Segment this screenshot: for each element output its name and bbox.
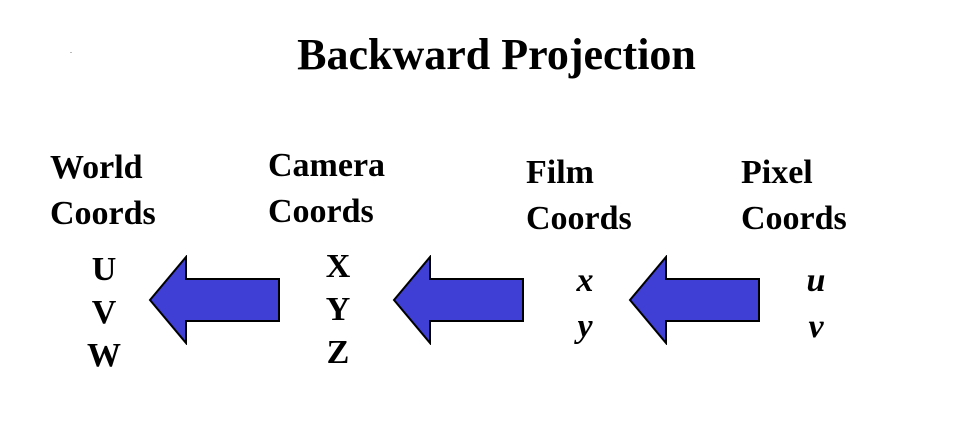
left-arrow-film-to-camera	[392, 255, 524, 345]
pixel-coords-heading-line2: Coords	[741, 200, 847, 237]
var-x-lower: x	[576, 262, 594, 299]
var-x-upper: X	[325, 248, 351, 285]
camera-coords-heading-line2: Coords	[268, 193, 374, 230]
arrow-shape	[628, 255, 760, 345]
world-coords-heading-line1: World	[50, 149, 143, 186]
camera-coords-column: Camera Coords	[268, 143, 385, 235]
film-coords-heading-line1: Film	[526, 154, 594, 191]
var-v-upper: V	[91, 294, 117, 331]
var-z-upper: Z	[326, 334, 350, 371]
film-coords-vars: x y	[565, 258, 605, 350]
var-w-upper: W	[87, 337, 121, 374]
var-y-upper: Y	[325, 291, 351, 328]
arrow-shape	[392, 255, 524, 345]
camera-coords-heading-line1: Camera	[268, 147, 386, 184]
pixel-coords-vars: u v	[796, 258, 836, 350]
world-coords-vars: U V W	[84, 248, 124, 377]
film-coords-column: Film Coords	[526, 150, 632, 242]
film-coords-heading-line2: Coords	[526, 200, 632, 237]
page-title: Backward Projection	[297, 30, 696, 79]
var-y-lower: y	[577, 308, 593, 345]
pixel-coords-column: Pixel Coords	[741, 150, 847, 242]
var-u-lower: u	[806, 262, 826, 299]
left-arrow-camera-to-world	[148, 255, 280, 345]
world-coords-column: World Coords	[50, 145, 156, 237]
arrow-shape	[148, 255, 280, 345]
var-u-upper: U	[91, 251, 117, 288]
world-coords-heading-line2: Coords	[50, 195, 156, 232]
stray-dot	[70, 52, 72, 53]
pixel-coords-heading-line1: Pixel	[741, 154, 813, 191]
camera-coords-vars: X Y Z	[318, 245, 358, 374]
var-v-lower: v	[808, 308, 824, 345]
left-arrow-pixel-to-film	[628, 255, 760, 345]
